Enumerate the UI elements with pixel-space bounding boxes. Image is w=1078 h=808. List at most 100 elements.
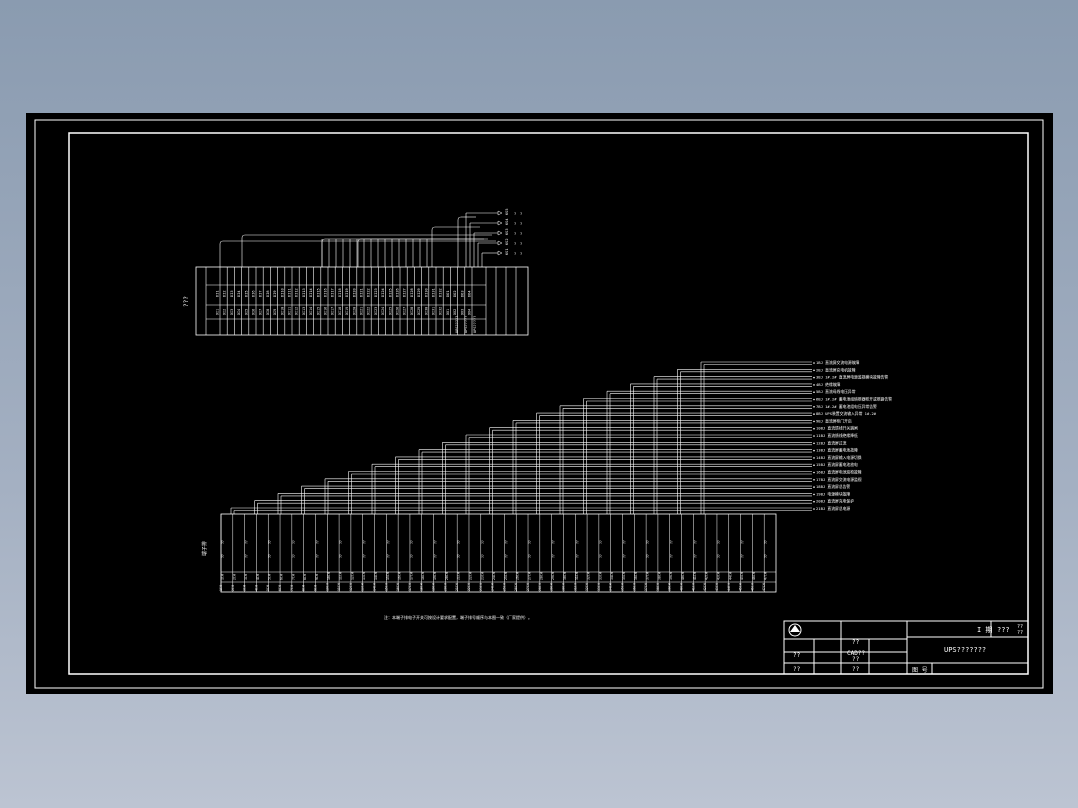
signal-label: 18BJ 直流屏总告警 <box>816 484 850 489</box>
signal-label: 6BJ 1#.2# 蓄电池组熔断器断开或断路告警 <box>816 397 892 402</box>
terminal-code-label: 2CH <box>231 585 235 591</box>
header-table-frame <box>195 266 529 336</box>
signal-node-icon <box>813 362 815 364</box>
signal-label: 13BJ 直流屏蓄电池故障 <box>816 448 858 453</box>
io-code-label: DI23 <box>374 307 378 315</box>
signal-label: 9BJ 直流屏柜门开启 <box>816 418 852 423</box>
io-code-label: DO1 <box>446 309 450 315</box>
terminal-code-label: 7CH <box>291 574 295 580</box>
output-label: KS4 <box>505 219 509 226</box>
device-label: UPS????? <box>455 316 459 333</box>
output-arrow-icon <box>497 230 503 236</box>
signal-label: 16BJ 直流屏电池巡检故障 <box>816 470 862 475</box>
bus-corner <box>457 216 462 221</box>
signal-label: 19BJ 电源模块故障 <box>816 491 850 496</box>
io-code-label: DI31 <box>432 288 436 297</box>
title-block: I 期 ??? ?? ?? ?? ?? ?? CAD?? ?? ?? UPS??… <box>783 620 1029 675</box>
io-code-label: DO3 <box>460 309 464 315</box>
io-code-label: DI24 <box>381 307 385 315</box>
terminal-code-label: 1CH <box>221 574 225 580</box>
terminal-code-label: 44CH <box>728 572 732 580</box>
signal-node-icon <box>813 391 815 394</box>
io-code-label: DI30 <box>424 288 428 297</box>
io-code-label: DI2 <box>223 291 227 298</box>
io-code-label: DI21 <box>360 307 364 315</box>
io-code-label: DI25 <box>388 307 392 315</box>
terminal-code-label: 18CH <box>420 583 424 591</box>
io-code-label: DI13 <box>302 288 306 297</box>
terminal-code-label: 11CH <box>337 583 341 591</box>
signal-label: 20BJ 直流屏充电保护 <box>816 499 854 504</box>
terminal-mark: ?? <box>646 554 650 558</box>
terminal-code-label: 2CH <box>232 574 236 580</box>
terminal-mark: ?? <box>481 540 485 544</box>
terminal-code-label: 45CH <box>740 572 744 580</box>
device-label: UPS????? <box>473 316 477 333</box>
project-code: ??? <box>997 626 1010 634</box>
io-code-label: DI4 <box>237 291 241 298</box>
signal-node-icon <box>813 464 815 467</box>
signal-label: 4BJ 绝缘故障 <box>816 382 841 387</box>
io-code-label: DI1 <box>216 309 220 315</box>
output-arrow-icon <box>497 240 503 246</box>
terminal-mark: ?? <box>764 554 768 558</box>
terminal-mark: ?? <box>315 540 319 544</box>
terminal-code-label: 9CH <box>315 574 319 580</box>
terminal-code-label: 26CH <box>514 583 518 591</box>
output-mark: ? <box>514 252 516 256</box>
io-code-label: DI9 <box>273 309 277 315</box>
io-code-label: DI4 <box>237 309 241 315</box>
terminal-code-label: 3CH <box>243 585 247 591</box>
terminal-code-label: 22CH <box>468 572 472 580</box>
terminal-mark: ?? <box>599 540 603 544</box>
terminal-code-label: 41CH <box>691 583 695 591</box>
io-code-label: DI28 <box>410 307 414 315</box>
terminal-mark: ?? <box>741 554 745 558</box>
signal-node-icon <box>813 413 815 415</box>
terminal-code-label: 15CH <box>386 572 390 580</box>
terminal-mark: ?? <box>457 554 461 558</box>
io-code-label: DI6 <box>252 309 256 315</box>
terminal-code-label: 35CH <box>622 572 626 580</box>
io-code-label: DI20 <box>352 288 356 297</box>
terminal-mark: ?? <box>457 540 461 544</box>
io-code-label: DI26 <box>396 288 400 297</box>
terminal-code-label: 34CH <box>609 583 613 591</box>
io-code-label: DI22 <box>367 307 371 315</box>
bus-corner <box>357 238 362 243</box>
terminal-code-label: 39CH <box>668 583 672 591</box>
terminal-mark: ?? <box>221 540 225 544</box>
io-code-label: DI11 <box>288 307 292 315</box>
output-arrow-icon <box>497 250 503 256</box>
output-label: KS2 <box>505 239 509 246</box>
io-code-label: DI22 <box>367 288 371 297</box>
signal-node-icon <box>813 471 815 474</box>
io-code-label: DO1 <box>446 291 450 298</box>
terminal-code-label: 14CH <box>373 583 377 591</box>
terminal-code-label: 17CH <box>408 583 412 591</box>
terminal-code-label: 30CH <box>563 572 567 580</box>
io-code-label: DI6 <box>252 291 256 298</box>
terminal-side-label: 端子排 <box>201 541 208 556</box>
terminal-mark: ?? <box>693 554 697 558</box>
signal-label: 7BJ 1#.2# 蓄电池组电压异常告警 <box>816 404 877 409</box>
bus-corner <box>219 240 224 245</box>
signal-label: 8BJ UPS装置交流输入异常 1#.2# <box>816 411 877 416</box>
terminal-code-label: 24CH <box>492 572 496 580</box>
terminal-code-label: 12CH <box>349 583 353 591</box>
device-label: UPS????? <box>464 316 468 333</box>
header-block: ???DI1DI1DI2DI2DI3DI3DI4DI4DI5DI5DI6DI6D… <box>183 209 529 336</box>
terminal-code-label: 3CH <box>244 574 248 580</box>
terminal-code-label: 15CH <box>384 583 388 591</box>
terminal-mark: ?? <box>552 554 556 558</box>
terminal-code-label: 33CH <box>597 583 601 591</box>
terminal-code-label: 37CH <box>646 572 650 580</box>
signal-label: 15BJ 直流屏蓄电池放电 <box>816 462 858 467</box>
terminal-code-label: 16CH <box>396 583 400 591</box>
output-arrow-icon <box>497 220 503 226</box>
terminal-mark: ?? <box>292 554 296 558</box>
terminal-code-label: 5CH <box>268 574 272 580</box>
terminal-code-label: 19CH <box>433 572 437 580</box>
terminal-code-label: 43CH <box>715 583 719 591</box>
